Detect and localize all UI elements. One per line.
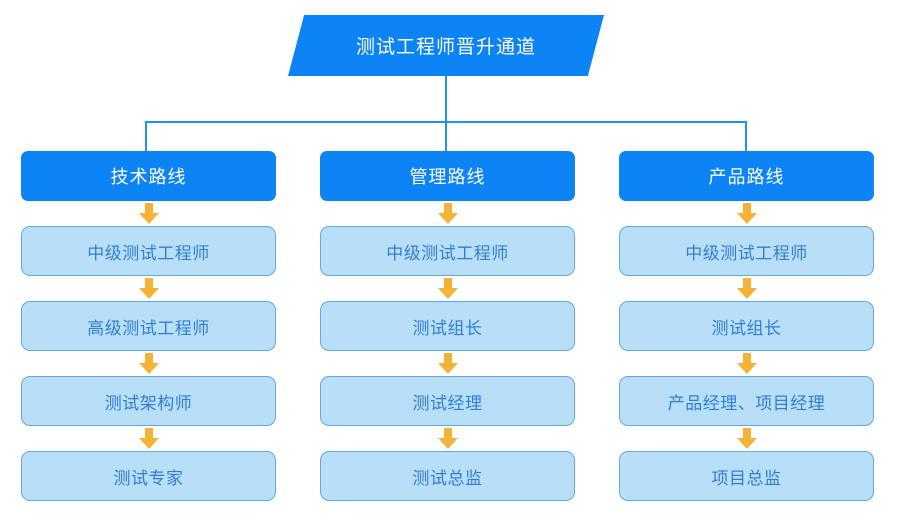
node-technical-3[interactable]: 测试架构师 (21, 376, 276, 426)
arrow-slot (320, 351, 575, 376)
connector-branch-right (745, 121, 747, 152)
arrow-down-icon (736, 278, 757, 299)
connector-trunk-vertical (445, 76, 447, 152)
diagram-title-node: 测试工程师晋升通道 (288, 15, 604, 76)
arrow-slot (619, 426, 874, 451)
arrow-slot (320, 276, 575, 301)
arrow-slot (21, 276, 276, 301)
node-product-1[interactable]: 中级测试工程师 (619, 226, 874, 276)
node-technical-1[interactable]: 中级测试工程师 (21, 226, 276, 276)
arrow-slot (320, 426, 575, 451)
node-management-4[interactable]: 测试总监 (320, 451, 575, 501)
career-track-column-management: 管理路线 中级测试工程师 测试组长 测试经理 测试总监 (320, 151, 575, 501)
column-header-product[interactable]: 产品路线 (619, 151, 874, 201)
node-technical-2[interactable]: 高级测试工程师 (21, 301, 276, 351)
arrow-slot (619, 351, 874, 376)
arrow-slot (619, 276, 874, 301)
arrow-down-icon (138, 203, 159, 224)
arrow-slot (320, 201, 575, 226)
arrow-down-icon (138, 353, 159, 374)
node-management-3[interactable]: 测试经理 (320, 376, 575, 426)
arrow-down-icon (138, 278, 159, 299)
arrow-down-icon (437, 428, 458, 449)
career-track-column-technical: 技术路线 中级测试工程师 高级测试工程师 测试架构师 测试专家 (21, 151, 276, 501)
arrow-down-icon (437, 353, 458, 374)
page-title: 测试工程师晋升通道 (355, 36, 536, 58)
arrow-down-icon (736, 353, 757, 374)
column-header-technical[interactable]: 技术路线 (21, 151, 276, 201)
arrow-slot (21, 426, 276, 451)
connector-horizontal-bus (145, 121, 747, 123)
node-management-1[interactable]: 中级测试工程师 (320, 226, 575, 276)
node-product-3[interactable]: 产品经理、项目经理 (619, 376, 874, 426)
connector-branch-left (145, 121, 147, 152)
node-technical-4[interactable]: 测试专家 (21, 451, 276, 501)
arrow-slot (21, 201, 276, 226)
node-management-2[interactable]: 测试组长 (320, 301, 575, 351)
arrow-slot (619, 201, 874, 226)
arrow-down-icon (437, 203, 458, 224)
arrow-slot (21, 351, 276, 376)
arrow-down-icon (437, 278, 458, 299)
title-parallelogram-shape (288, 15, 604, 76)
node-product-2[interactable]: 测试组长 (619, 301, 874, 351)
career-track-column-product: 产品路线 中级测试工程师 测试组长 产品经理、项目经理 项目总监 (619, 151, 874, 501)
node-product-4[interactable]: 项目总监 (619, 451, 874, 501)
column-header-management[interactable]: 管理路线 (320, 151, 575, 201)
arrow-down-icon (736, 428, 757, 449)
arrow-down-icon (138, 428, 159, 449)
arrow-down-icon (736, 203, 757, 224)
